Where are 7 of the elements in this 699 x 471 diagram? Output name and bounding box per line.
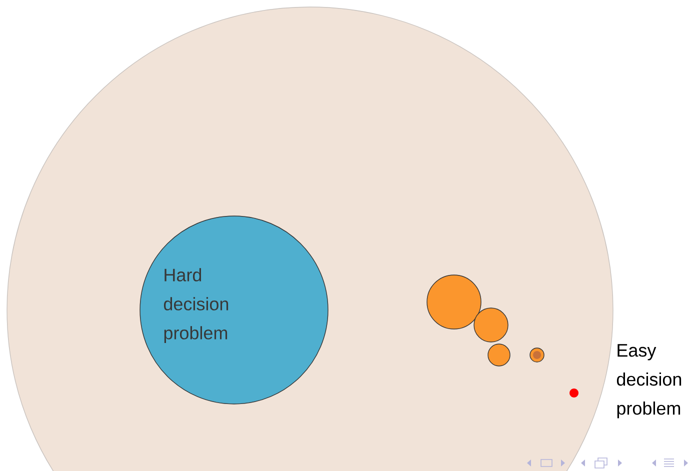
set-circle bbox=[6, 6, 614, 471]
dot bbox=[570, 388, 578, 398]
set-circle bbox=[488, 344, 510, 366]
set-circle bbox=[426, 274, 482, 330]
set-circle bbox=[530, 348, 544, 362]
node-label: Hard decision problem bbox=[164, 268, 228, 343]
side-label: Easy decision problem bbox=[616, 344, 682, 418]
